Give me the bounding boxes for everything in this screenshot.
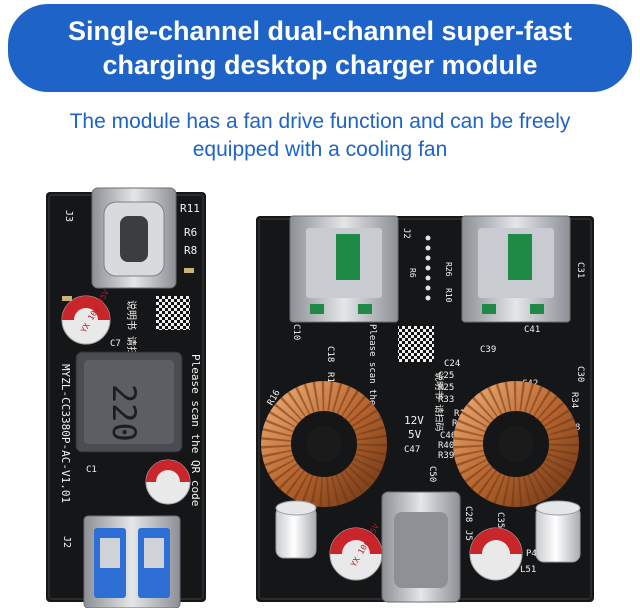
model-number: MYZL-CC3380P-AC-V1.01 [59, 364, 72, 503]
label-r34: R34 [569, 392, 579, 408]
label-12v: 12V [404, 414, 424, 427]
scan-text: Please scan the QR code [367, 324, 377, 449]
usb-a-port [83, 515, 181, 608]
product-photo: J3 R11 R6 R8 YX 10u 35V 说明书 请扫码 C7 L1 22… [46, 187, 594, 608]
label-j2: J2 [61, 536, 72, 548]
label-l51: L51 [520, 565, 536, 575]
qr-code [398, 326, 434, 362]
label-r10: R10 [444, 288, 453, 303]
label-c30: C30 [575, 366, 585, 382]
label-r8: R8 [184, 244, 197, 257]
qr-code [156, 296, 190, 330]
label-j5: J5 [463, 530, 473, 541]
test-points [425, 235, 431, 301]
usb-c-port [381, 491, 461, 603]
label-c10: C10 [291, 324, 301, 340]
right-charger-board: J2 C31 C10 R6 R26 R10 C18 R14 Please sca… [256, 215, 594, 603]
electrolytic-capacitor [469, 527, 523, 581]
label-5v: 5V [408, 428, 422, 441]
electrolytic-capacitor [275, 500, 317, 559]
title-line-1: Single-channel dual-channel super-fast [67, 16, 573, 46]
description-line-2: equipped with a cooling fan [192, 138, 448, 161]
usb-a-port-left [289, 215, 399, 323]
label-r11: R11 [180, 202, 200, 215]
label-r40: R40 [438, 441, 454, 451]
label-c1: C1 [86, 465, 97, 475]
usb-a-port-right [461, 215, 571, 323]
label-j3: J3 [63, 210, 74, 222]
label-r26: R26 [444, 262, 453, 277]
label-c39: C39 [480, 345, 496, 355]
label-c28: C28 [463, 506, 473, 522]
label-r25: R25 [438, 383, 454, 393]
label-j2: J2 [401, 228, 411, 239]
scan-text: Please scan the QR code [189, 354, 202, 506]
inductor-marking: 220 [105, 384, 143, 442]
label-c18: C18 [325, 346, 335, 362]
feature-description: The module has a fan drive function and … [0, 108, 640, 164]
electrolytic-capacitor: YX 10u 35V [329, 522, 383, 581]
label-c50: C50 [427, 466, 437, 482]
label-r39: R39 [438, 451, 454, 461]
description-line-1: The module has a fan drive function and … [69, 110, 571, 133]
label-c47: C47 [404, 445, 420, 455]
label-c25: C25 [438, 371, 454, 381]
label-r33: R33 [438, 395, 454, 405]
toroidal-inductor-left [261, 381, 387, 507]
label-c24: C24 [444, 359, 460, 369]
toroidal-inductor-right [453, 381, 579, 507]
label-r6: R6 [408, 268, 417, 278]
label-c41: C41 [524, 325, 540, 335]
usb-c-port [91, 187, 177, 289]
manual-label: 说明书 请扫码 [433, 372, 445, 431]
electrolytic-capacitor [535, 500, 581, 563]
electrolytic-capacitor [145, 459, 191, 505]
label-c46: C46 [440, 431, 456, 441]
title-banner: Single-channel dual-channel super-fast c… [8, 4, 632, 92]
manual-label: 说明书 请扫码 [125, 300, 138, 366]
label-c35: C35 [495, 512, 505, 528]
label-r14: R14 [325, 372, 335, 388]
label-c7: C7 [110, 339, 121, 349]
label-p4: P4 [526, 549, 537, 559]
electrolytic-capacitor: YX 10u 35V [61, 288, 111, 345]
title-line-2: charging desktop charger module [102, 50, 538, 80]
label-r6: R6 [184, 226, 197, 239]
power-inductor: 220 [75, 351, 183, 453]
left-charger-board: J3 R11 R6 R8 YX 10u 35V 说明书 请扫码 C7 L1 22… [46, 187, 206, 608]
label-c31: C31 [575, 262, 585, 278]
